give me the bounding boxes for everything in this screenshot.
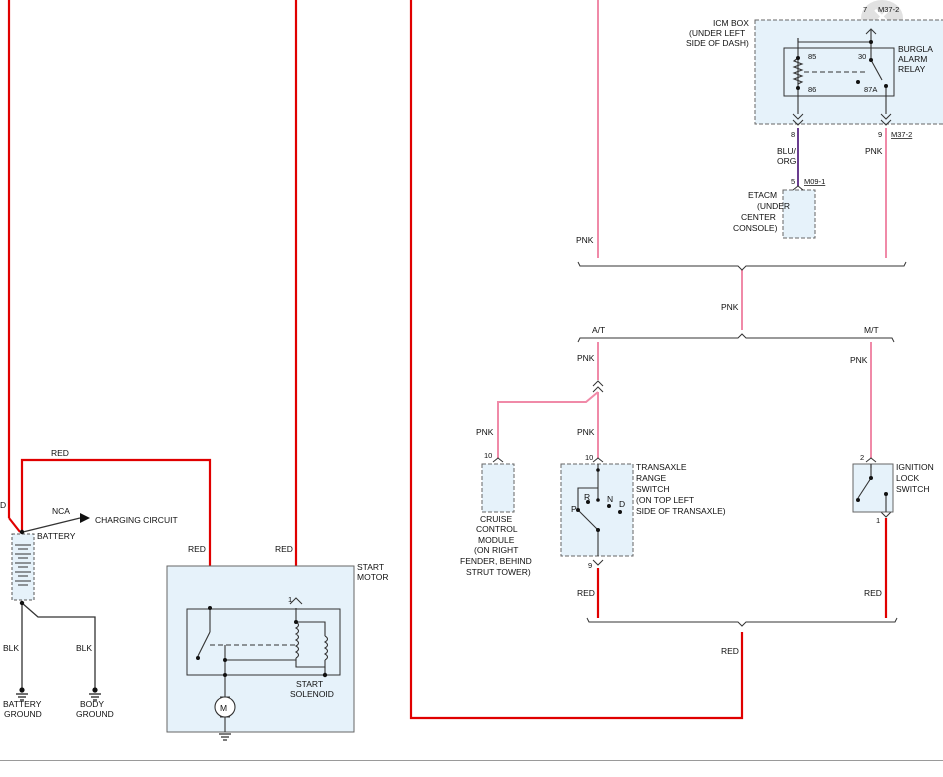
label-battery: BATTERY (37, 531, 76, 541)
label-pin: 30 (858, 52, 866, 61)
label-etacm: ETACM (748, 190, 777, 200)
label-ignition: LOCK (896, 473, 919, 483)
label-pin: 87A (864, 85, 877, 94)
label-start-solenoid: START (296, 679, 323, 689)
label-pin: 1 (288, 595, 292, 604)
label-cruise: CRUISE (480, 514, 512, 524)
label-gear: N (607, 494, 613, 504)
label-charging-circuit: CHARGING CIRCUIT (95, 515, 178, 525)
pink-wires (497, 0, 887, 458)
label-start-motor: MOTOR (357, 572, 388, 582)
label-pin: 5 (791, 177, 795, 186)
label-pin: 86 (808, 85, 816, 94)
label-body-ground: BODY (80, 699, 104, 709)
label-pin: 9 (878, 130, 882, 139)
label-icm-box: ICM BOX (713, 18, 749, 28)
label-icm-box: SIDE OF DASH) (686, 38, 749, 48)
battery-symbol (11, 529, 35, 606)
label-ignition: SWITCH (896, 484, 930, 494)
label-mt: M/T (864, 325, 879, 335)
label-gear: R (584, 492, 590, 502)
label-etacm: CONSOLE) (733, 223, 778, 233)
label-pnk: PNK (577, 353, 595, 363)
label-blk: BLK (3, 643, 19, 653)
label-pnk: PNK (576, 235, 594, 245)
label-trs: RANGE (636, 473, 667, 483)
label-red: RED (275, 544, 293, 554)
labels: D RED NCA CHARGING CIRCUIT BATTERY BLK B… (0, 5, 934, 719)
label-blu-org: BLU/ (777, 146, 797, 156)
label-pin: 10 (484, 451, 492, 460)
blk-wires (21, 517, 96, 688)
label-pin: 7 (863, 5, 867, 14)
label-left-d: D (0, 500, 6, 510)
label-start-motor: START (357, 562, 384, 572)
label-at: A/T (592, 325, 605, 335)
ground-icon (16, 687, 101, 701)
label-blk: BLK (76, 643, 92, 653)
label-blu-org: ORG (777, 156, 796, 166)
label-battery-ground: GROUND (4, 709, 42, 719)
label-relay: RELAY (898, 64, 926, 74)
label-ignition: IGNITION (896, 462, 934, 472)
label-etacm: (UNDER (757, 201, 790, 211)
label-pnk: PNK (476, 427, 494, 437)
label-body-ground: GROUND (76, 709, 114, 719)
etacm-module (782, 189, 816, 239)
splice-brackets (577, 261, 907, 627)
motor-letter: M (220, 703, 227, 713)
label-gear: D (619, 499, 625, 509)
label-red: RED (51, 448, 69, 458)
label-cruise: CONTROL (476, 524, 518, 534)
label-trs: SWITCH (636, 484, 670, 494)
label-etacm: CENTER (741, 212, 776, 222)
label-start-solenoid: SOLENOID (290, 689, 334, 699)
arrow-icon (80, 513, 90, 523)
label-trs: TRANSAXLE (636, 462, 687, 472)
label-nca: NCA (52, 506, 70, 516)
label-cruise: (ON RIGHT (474, 545, 518, 555)
label-cruise: FENDER, BEHIND (460, 556, 532, 566)
label-pnk: PNK (721, 302, 739, 312)
label-cruise: MODULE (478, 535, 515, 545)
label-relay: ALARM (898, 54, 927, 64)
cruise-control-module (481, 463, 515, 513)
label-connector: M09-1 (804, 177, 825, 186)
label-red: RED (188, 544, 206, 554)
label-battery-ground: BATTERY (3, 699, 42, 709)
label-pnk: PNK (865, 146, 883, 156)
label-pin: 10 (585, 453, 593, 462)
transaxle-range-switch (560, 463, 634, 557)
label-relay: BURGLA (898, 44, 933, 54)
label-connector: M37-2 (878, 5, 899, 14)
label-red: RED (577, 588, 595, 598)
label-pnk: PNK (850, 355, 868, 365)
label-pin: 1 (876, 516, 880, 525)
label-cruise: STRUT TOWER) (466, 567, 531, 577)
label-gear: P (571, 504, 577, 514)
label-red: RED (864, 588, 882, 598)
label-pnk: PNK (577, 427, 595, 437)
label-connector: M37-2 (891, 130, 912, 139)
start-motor (166, 565, 355, 741)
ignition-lock-switch (852, 463, 894, 513)
label-trs: SIDE OF TRANSAXLE) (636, 506, 726, 516)
label-trs: (ON TOP LEFT (636, 495, 694, 505)
label-pin: 85 (808, 52, 816, 61)
red-wires-left (7, 0, 888, 720)
label-icm-box: (UNDER LEFT (689, 28, 745, 38)
label-red: RED (721, 646, 739, 656)
bottom-bar (0, 760, 943, 777)
label-pin: 2 (860, 453, 864, 462)
label-pin: 9 (588, 561, 592, 570)
label-pin: 8 (791, 130, 795, 139)
icm-box (754, 19, 943, 126)
